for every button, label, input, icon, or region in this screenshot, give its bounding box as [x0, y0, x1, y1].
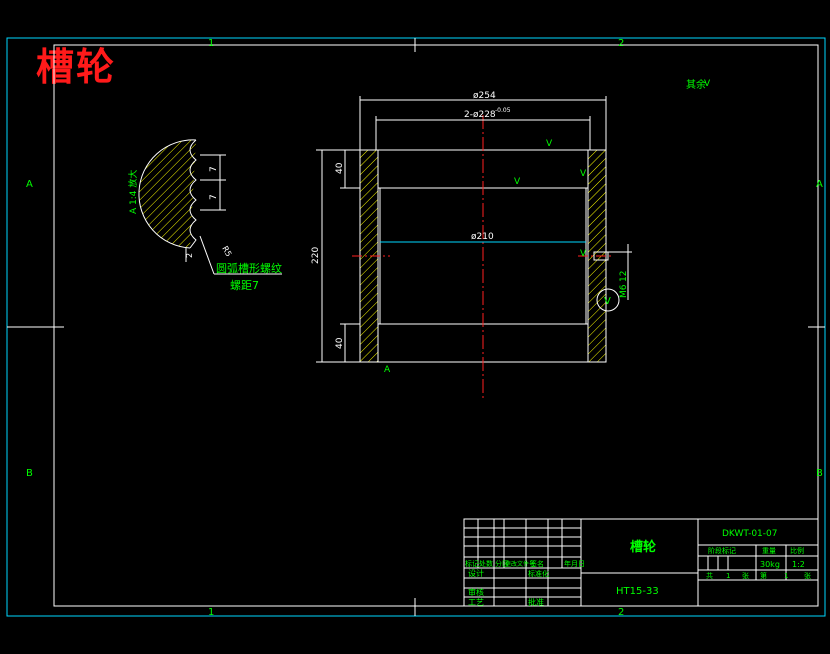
dim-groove-tolerance: -0.05 — [495, 107, 511, 114]
tb-scale: 1:2 — [792, 560, 805, 569]
role-process: 工艺 — [468, 598, 484, 607]
roughness-note-symbol: V — [704, 79, 711, 89]
section-mark: V — [604, 296, 611, 307]
tb-part-name: 槽轮 — [630, 539, 656, 555]
detail-pitch-1: 7 — [209, 166, 219, 172]
section-mark-circle — [596, 288, 620, 312]
roughness-1: V — [546, 139, 553, 149]
detail-small-dim: 2 — [185, 253, 194, 258]
tb-sheet-4: 第 — [760, 571, 767, 580]
dim-bore-diameter: ø210 — [471, 232, 494, 242]
detail-pitch-2: 7 — [209, 194, 219, 200]
rev-header-2: 处数 — [479, 559, 493, 568]
rev-header-3: 分区 — [495, 559, 509, 568]
detail-arc-body — [138, 139, 197, 249]
rev-header-4: 更改文件号 — [505, 560, 535, 568]
tb-sheet-3: 张 — [742, 571, 749, 580]
tb-sheet-1: 共 — [706, 571, 713, 580]
tb-header-stage: 阶段标记 — [708, 546, 736, 555]
roughness-4: V — [580, 249, 587, 259]
detail-leader — [199, 235, 215, 275]
rev-header-1: 标记 — [465, 559, 479, 568]
roughness-3: V — [580, 169, 587, 179]
tb-sheet-6: 张 — [804, 571, 811, 580]
roughness-note: 其余 — [686, 78, 706, 91]
zone-right-b: B — [816, 468, 823, 479]
title-block — [463, 518, 819, 607]
detail-note-2: 螺距7 — [230, 279, 259, 292]
zone-left-b: B — [26, 468, 33, 479]
rev-header-6: 年月日 — [564, 559, 585, 568]
tb-header-scale: 比例 — [790, 546, 804, 555]
dim-height: 220 — [311, 247, 321, 264]
roughness-2: V — [514, 177, 521, 187]
dim-groove-diameter: 2-ø228 — [464, 110, 496, 120]
zone-left-a: A — [26, 179, 33, 190]
role-design: 设计 — [468, 568, 484, 578]
dim-thread: M6 — [619, 284, 629, 298]
dim-thread-length: 12 — [619, 271, 629, 282]
zone-bottom-2: 2 — [618, 607, 624, 618]
threaded-hole — [593, 251, 609, 261]
datum-label: A — [384, 365, 391, 375]
drawing-title-red: 槽轮 — [36, 44, 117, 89]
dim-flange-top: 40 — [335, 162, 345, 174]
detail-groove-profile — [189, 139, 197, 249]
role-review: 审核 — [468, 587, 484, 597]
zone-bottom-1: 1 — [208, 607, 214, 618]
dim-flange-bottom: 40 — [335, 337, 345, 349]
tb-sheet-5: 1 — [784, 572, 788, 580]
tb-sheet-2: 1 — [726, 572, 730, 580]
tb-header-weight: 重量 — [762, 547, 776, 555]
role-approve: 批准 — [528, 597, 544, 607]
tb-drawing-number: DKWT-01-07 — [722, 529, 777, 539]
detail-note-1: 圆弧槽形螺纹 — [216, 261, 282, 275]
role-standardization: 标准化 — [528, 569, 549, 578]
dim-outer-diameter: ø254 — [473, 91, 496, 101]
outer-frame — [6, 37, 826, 617]
inner-frame — [53, 44, 819, 607]
detail-r-label: R5 — [220, 245, 233, 259]
rev-header-5: 签名 — [530, 559, 544, 568]
zone-top-2: 2 — [618, 38, 624, 49]
detail-label: A 1:4 放大 — [127, 170, 139, 214]
zone-right-a: A — [816, 179, 823, 190]
tb-material: HT15-33 — [616, 586, 659, 597]
tb-weight: 30kg — [760, 560, 780, 569]
zone-top-1: 1 — [208, 38, 214, 49]
